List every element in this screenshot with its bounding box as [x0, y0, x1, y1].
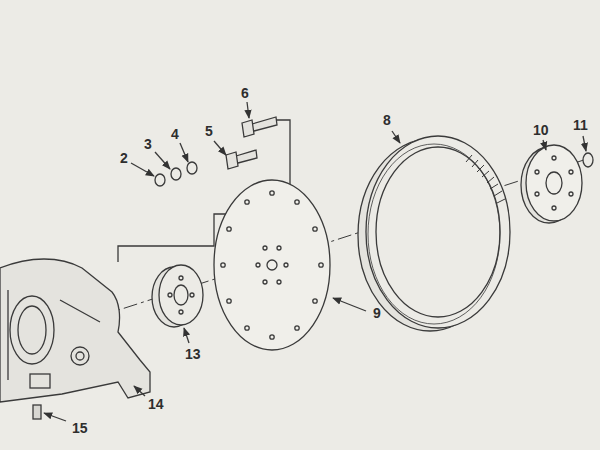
gear-teeth	[466, 155, 505, 203]
plate-holes	[221, 191, 323, 339]
callout-number: 9	[373, 306, 381, 320]
bolt	[242, 117, 277, 137]
callout-number: 13	[185, 347, 201, 361]
plate-hole	[267, 260, 277, 270]
housing-foot	[30, 374, 50, 388]
adapter-plate	[526, 145, 582, 221]
callout-number: 14	[148, 397, 164, 411]
screw	[33, 405, 41, 419]
ring-gear-inner	[376, 147, 500, 317]
washer	[171, 168, 181, 180]
ring-gear-groove	[368, 144, 500, 324]
washer	[155, 174, 165, 186]
callout-number: 4	[171, 127, 179, 141]
washer	[583, 153, 593, 167]
callout-number: 10	[533, 123, 549, 137]
housing-edge	[8, 290, 100, 380]
bolt	[226, 150, 257, 169]
callout-number: 6	[241, 86, 249, 100]
housing-boss	[76, 352, 84, 360]
callout-number: 2	[120, 151, 128, 165]
hub	[159, 265, 203, 325]
housing-bore	[10, 296, 54, 364]
ring-gear	[366, 136, 510, 328]
callout-number: 8	[383, 113, 391, 127]
hub-bore	[174, 285, 188, 305]
flex-plate	[214, 180, 330, 350]
leader-arrows	[44, 102, 586, 421]
hub-hole	[168, 293, 172, 297]
housing-boss	[71, 347, 89, 365]
housing-bore	[18, 306, 46, 354]
hub-hole	[179, 276, 183, 280]
washer	[187, 162, 197, 174]
adapter-holes	[535, 156, 573, 210]
callout-number: 3	[144, 137, 152, 151]
callout-number: 15	[72, 421, 88, 435]
callout-number: 11	[573, 118, 588, 132]
callout-number: 5	[205, 124, 213, 138]
flywheel-housing	[0, 259, 150, 402]
adapter-bore	[546, 172, 562, 194]
hub-hole	[179, 310, 183, 314]
hub-hole	[190, 293, 194, 297]
